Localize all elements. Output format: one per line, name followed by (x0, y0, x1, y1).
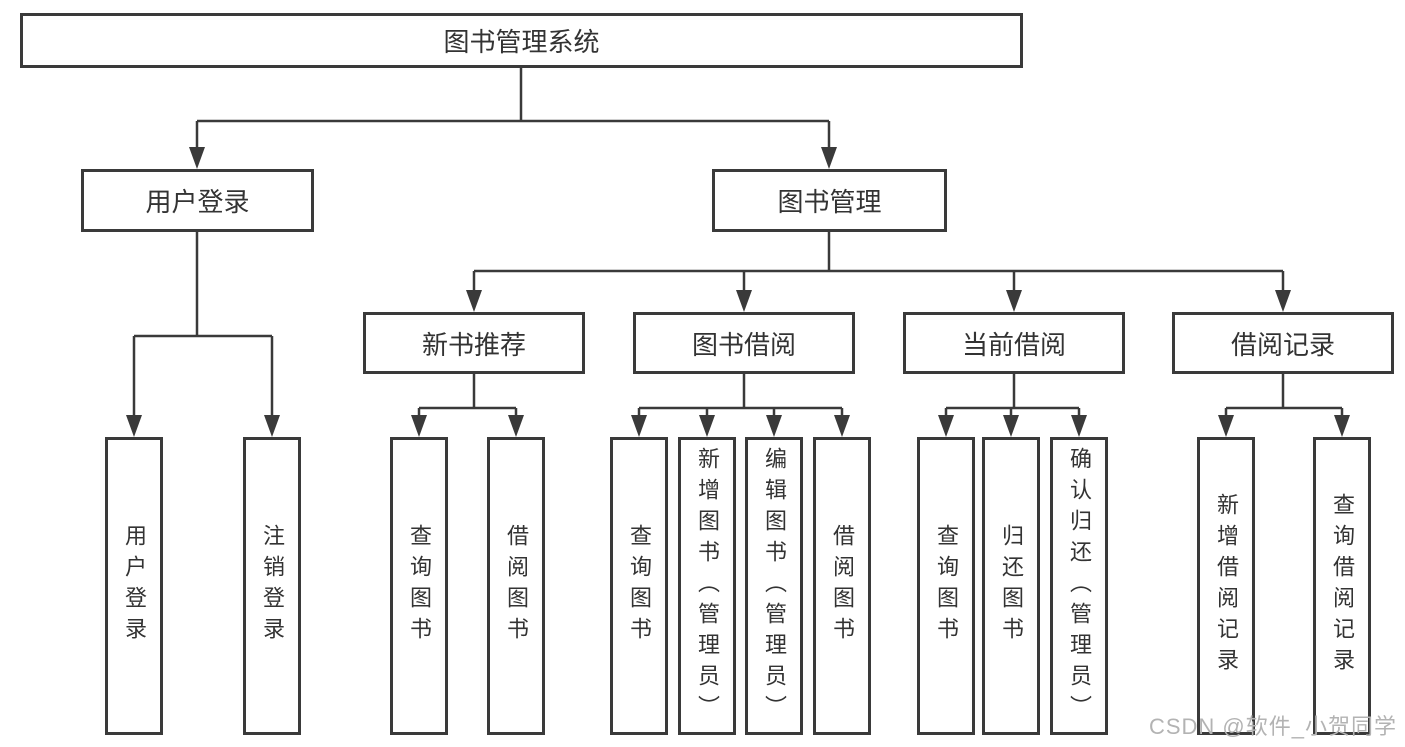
leaf-logout: 注销登录 (243, 437, 301, 735)
leaf-recommend-query-books: 查询图书 (390, 437, 448, 735)
leaf-current-query-books: 查询图书 (917, 437, 975, 735)
node-label: 查询图书 (627, 524, 652, 648)
node-label: 用户登录 (145, 187, 250, 217)
node-user-login: 用户登录 (81, 169, 314, 232)
node-label: 用户登录 (122, 524, 147, 648)
leaf-records-add-borrow-record: 新增借阅记录 (1197, 437, 1255, 735)
node-label: 图书管理系统 (443, 27, 600, 57)
node-label: 新书推荐 (421, 329, 526, 360)
leaf-records-query-borrow-record: 查询借阅记录 (1313, 437, 1371, 735)
node-book-borrowing: 图书借阅 (633, 312, 855, 374)
node-label: 借阅图书 (830, 524, 855, 648)
node-current-borrowing: 当前借阅 (903, 312, 1125, 374)
node-label: 图书借阅 (691, 329, 796, 360)
node-label: 新增借阅记录 (1214, 493, 1239, 679)
node-label: 确认归还（管理员） (1067, 446, 1092, 726)
leaf-borrowing-query-books: 查询图书 (610, 437, 668, 735)
node-label: 编辑图书（管理员） (762, 446, 787, 726)
leaf-borrowing-edit-books-admin: 编辑图书（管理员） (745, 437, 803, 735)
leaf-recommend-borrow-books: 借阅图书 (487, 437, 545, 735)
node-label: 新增图书（管理员） (695, 446, 720, 726)
node-label: 注销登录 (260, 524, 285, 648)
node-label: 借阅图书 (504, 524, 529, 648)
leaf-current-confirm-return-admin: 确认归还（管理员） (1050, 437, 1108, 735)
arrowheads (126, 147, 1350, 437)
node-label: 借阅记录 (1230, 329, 1335, 360)
leaf-borrowing-add-books-admin: 新增图书（管理员） (678, 437, 736, 735)
leaf-user-login: 用户登录 (105, 437, 163, 735)
node-library-management-system: 图书管理系统 (20, 13, 1023, 68)
node-new-book-recommendation: 新书推荐 (363, 312, 585, 374)
node-label: 当前借阅 (961, 329, 1066, 360)
node-label: 归还图书 (999, 524, 1024, 648)
connector-shafts (132, 67, 1344, 419)
watermark: CSDN @软件_小贺同学 (1148, 714, 1397, 739)
node-book-management: 图书管理 (712, 169, 947, 232)
leaf-current-return-books: 归还图书 (982, 437, 1040, 735)
node-label: 图书管理 (777, 187, 882, 217)
node-borrowing-records: 借阅记录 (1172, 312, 1394, 374)
node-label: 查询借阅记录 (1330, 493, 1355, 679)
node-label: 查询图书 (407, 524, 432, 648)
leaf-borrowing-borrow-books: 借阅图书 (813, 437, 871, 735)
node-label: 查询图书 (934, 524, 959, 648)
